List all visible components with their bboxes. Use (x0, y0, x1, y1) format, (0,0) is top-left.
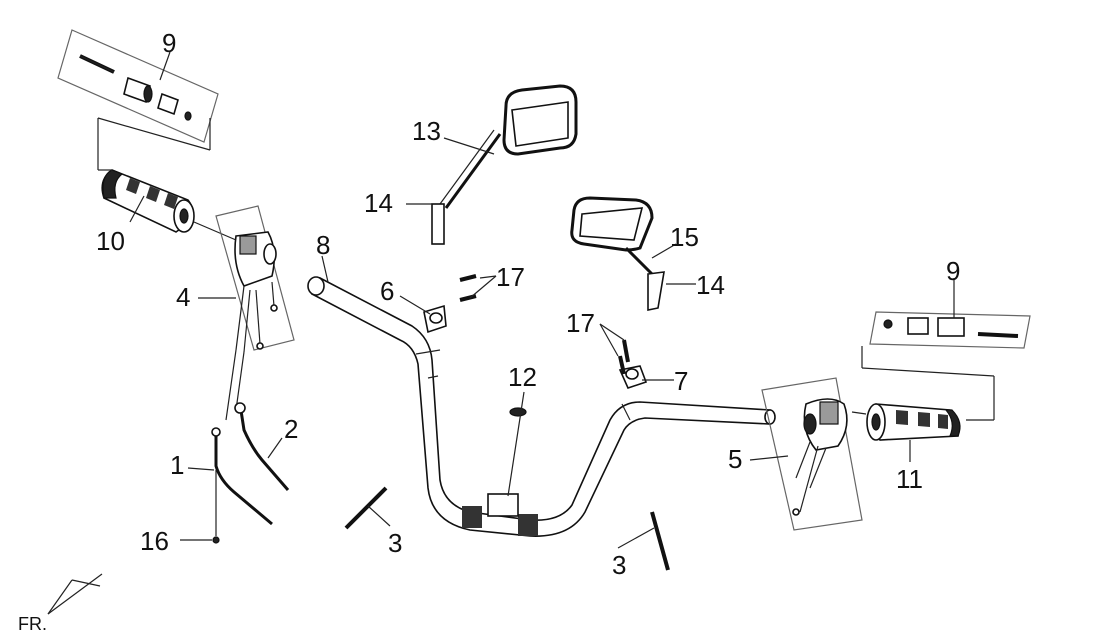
callout-3-right: 3 (612, 550, 626, 580)
callout-14-left: 14 (364, 188, 393, 218)
callout-13: 13 (412, 116, 441, 146)
throttle-cable[interactable] (211, 427, 273, 526)
callout-16: 16 (140, 526, 169, 556)
callout-17-left: 17 (496, 262, 525, 292)
left-switch-assembly[interactable] (215, 205, 295, 421)
callout-labels: 1 2 3 3 4 5 6 7 8 9 9 10 11 12 13 14 14 … (18, 28, 960, 634)
callout-15: 15 (670, 222, 699, 252)
left-mirror-clamp[interactable] (423, 304, 447, 334)
bolt[interactable] (459, 274, 630, 375)
left-grip[interactable] (101, 169, 237, 241)
left-bar-end-kit[interactable] (57, 29, 219, 143)
callout-6: 6 (380, 276, 394, 306)
callout-14-right: 14 (696, 270, 725, 300)
callout-9-right: 9 (946, 256, 960, 286)
callout-9-left: 9 (162, 28, 176, 58)
center-plate[interactable] (487, 407, 527, 517)
callout-1: 1 (170, 450, 184, 480)
right-bar-end-kit[interactable] (869, 311, 1031, 349)
callout-7: 7 (674, 366, 688, 396)
cable-tie[interactable] (344, 486, 670, 571)
callout-8: 8 (316, 230, 330, 260)
right-mirror-clamp[interactable] (618, 365, 648, 389)
callout-17-right: 17 (566, 308, 595, 338)
callout-3-left: 3 (388, 528, 402, 558)
brake-cable[interactable] (234, 402, 290, 491)
callout-4: 4 (176, 282, 190, 312)
callout-12: 12 (508, 362, 537, 392)
front-label: FR. (18, 614, 47, 634)
left-mirror[interactable] (431, 84, 578, 245)
front-direction-arrow (47, 573, 103, 615)
right-switch-assembly[interactable] (761, 377, 863, 531)
callout-10: 10 (96, 226, 125, 256)
right-mirror[interactable] (570, 196, 665, 311)
right-grip[interactable] (851, 403, 961, 441)
callout-5: 5 (728, 444, 742, 474)
screw[interactable] (212, 470, 220, 544)
callout-11: 11 (896, 464, 923, 494)
handlebar[interactable] (307, 276, 776, 537)
callout-2: 2 (284, 414, 298, 444)
leader-lines (129, 51, 955, 549)
